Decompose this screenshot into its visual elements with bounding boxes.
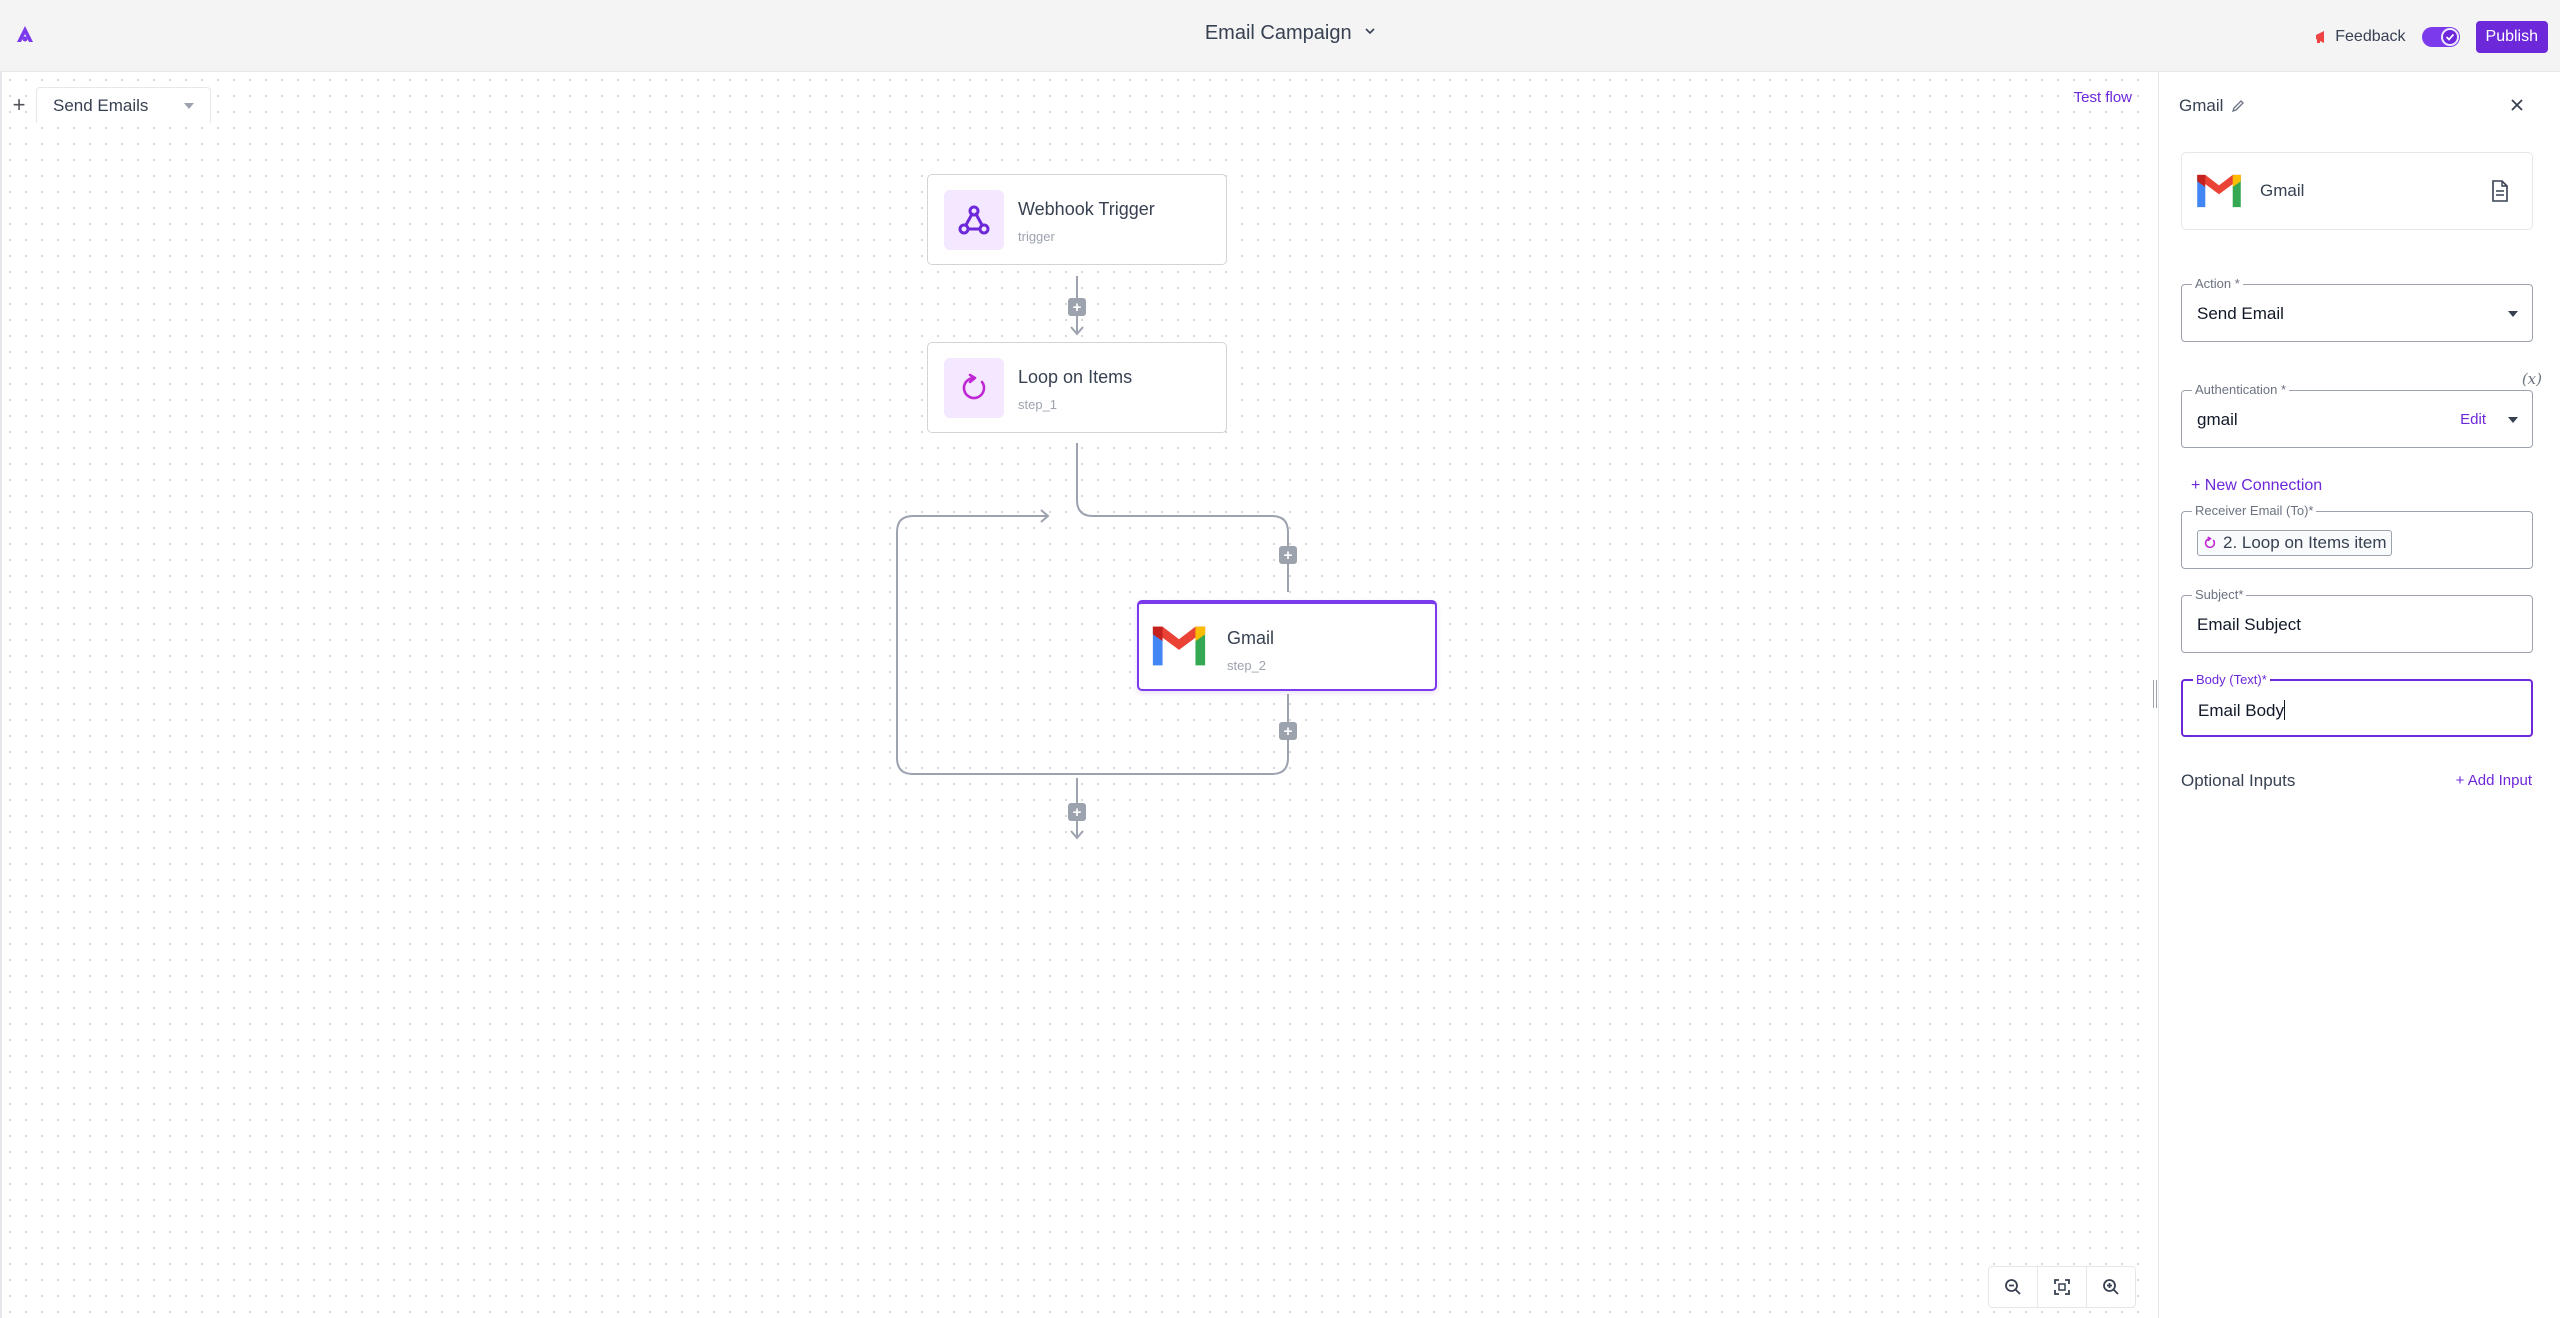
variable-toggle-icon[interactable]: (x)	[2521, 370, 2542, 388]
node-step: trigger	[1018, 229, 1055, 244]
variable-chip-label: 2. Loop on Items item	[2223, 533, 2387, 552]
variable-chip[interactable]: 2. Loop on Items item	[2197, 530, 2393, 556]
panel-header: Gmail	[2179, 96, 2245, 116]
header-actions: Feedback Publish	[2315, 21, 2548, 53]
step-node-webhook-trigger[interactable]: Webhook Trigger trigger	[927, 174, 1227, 265]
step-node-gmail[interactable]: Gmail step_2	[1137, 600, 1437, 691]
megaphone-icon	[2316, 31, 2325, 43]
publish-toggle[interactable]	[2421, 27, 2460, 47]
add-step-button[interactable]: +	[1068, 298, 1086, 316]
app-logo-icon[interactable]	[14, 24, 36, 46]
dropdown-arrow-icon	[2508, 417, 2518, 423]
receiver-email-label: Receiver Email (To)*	[2192, 503, 2317, 518]
fit-view-icon	[2054, 1279, 2070, 1295]
zoom-in-button[interactable]	[2087, 1267, 2135, 1307]
body-text-content: Email Body	[2198, 701, 2284, 720]
caret-down-icon[interactable]	[184, 102, 195, 109]
action-label: Action *	[2192, 276, 2243, 291]
feedback-button[interactable]: Feedback	[2315, 28, 2406, 46]
body-text-field[interactable]: Body (Text)* Email Body	[2181, 672, 2533, 737]
step-node-loop-on-items[interactable]: Loop on Items step_1	[927, 342, 1227, 433]
loop-icon	[944, 358, 1004, 418]
add-step-button[interactable]: +	[1279, 546, 1297, 564]
subject-label: Subject*	[2192, 587, 2247, 602]
zoom-out-icon	[2005, 1279, 2021, 1295]
pencil-icon[interactable]	[2231, 99, 2245, 113]
receiver-email-field[interactable]: Receiver Email (To)* 2. Loop on Items it…	[2181, 503, 2533, 569]
piece-card: Gmail	[2181, 152, 2533, 230]
test-flow-link[interactable]: Test flow	[2073, 89, 2132, 106]
flow-tab-send-emails[interactable]: Send Emails	[36, 87, 212, 123]
authentication-label: Authentication *	[2192, 382, 2290, 397]
add-step-button[interactable]: +	[1068, 803, 1086, 821]
close-icon[interactable]	[2508, 96, 2526, 114]
fit-view-button[interactable]	[2038, 1267, 2087, 1307]
gmail-icon	[1149, 616, 1209, 676]
authentication-select[interactable]: Authentication * gmail Edit	[2181, 382, 2533, 448]
webhook-icon	[944, 190, 1004, 250]
new-connection-link[interactable]: + New Connection	[2191, 477, 2323, 494]
zoom-out-button[interactable]	[1989, 1267, 2038, 1307]
body-text-value: Email Body	[2198, 700, 2285, 721]
add-input-button[interactable]: + Add Input	[2455, 772, 2532, 789]
step-settings-panel: Gmail Gmail Action * Send Email (x) Auth…	[2158, 72, 2560, 1318]
dropdown-arrow-icon	[2508, 311, 2518, 317]
flow-tab-label: Send Emails	[53, 95, 149, 115]
loop-icon	[2204, 536, 2216, 549]
chevron-down-icon[interactable]	[1365, 26, 1375, 36]
document-icon[interactable]	[2490, 179, 2510, 203]
piece-name: Gmail	[2260, 181, 2305, 200]
panel-resize-handle[interactable]	[2153, 680, 2157, 708]
flow-title[interactable]: Email Campaign	[0, 22, 2560, 45]
gmail-icon	[2197, 174, 2241, 208]
feedback-label: Feedback	[2335, 28, 2406, 45]
action-select[interactable]: Action * Send Email	[2181, 276, 2533, 342]
subject-value: Email Subject	[2197, 615, 2301, 634]
flow-tabs: + Send Emails	[2, 87, 212, 123]
node-step: step_2	[1227, 658, 1267, 673]
text-cursor	[2283, 700, 2285, 720]
check-icon	[2440, 28, 2459, 46]
node-name: Webhook Trigger	[1018, 199, 1155, 219]
publish-button[interactable]: Publish	[2475, 21, 2548, 53]
edit-connection-link[interactable]: Edit	[2460, 411, 2486, 428]
node-name: Gmail	[1227, 628, 1275, 648]
action-value: Send Email	[2197, 304, 2284, 323]
panel-title[interactable]: Gmail	[2179, 96, 2224, 115]
optional-inputs-label: Optional Inputs	[2181, 771, 2296, 790]
subject-field[interactable]: Subject* Email Subject	[2181, 587, 2533, 653]
add-step-button[interactable]: +	[1279, 722, 1297, 740]
node-name: Loop on Items	[1018, 367, 1133, 387]
top-header: Email Campaign Feedback Publish	[0, 0, 2560, 72]
node-step: step_1	[1018, 397, 1058, 412]
add-flow-plus-icon[interactable]: +	[12, 92, 26, 117]
authentication-value: gmail	[2197, 410, 2238, 429]
zoom-in-icon	[2103, 1279, 2119, 1295]
flow-title-text[interactable]: Email Campaign	[1204, 22, 1352, 44]
zoom-controls	[1988, 1266, 2136, 1308]
flow-canvas[interactable]: + Send Emails Test flow + + + +	[0, 72, 2150, 1318]
body-text-label: Body (Text)*	[2193, 672, 2270, 687]
